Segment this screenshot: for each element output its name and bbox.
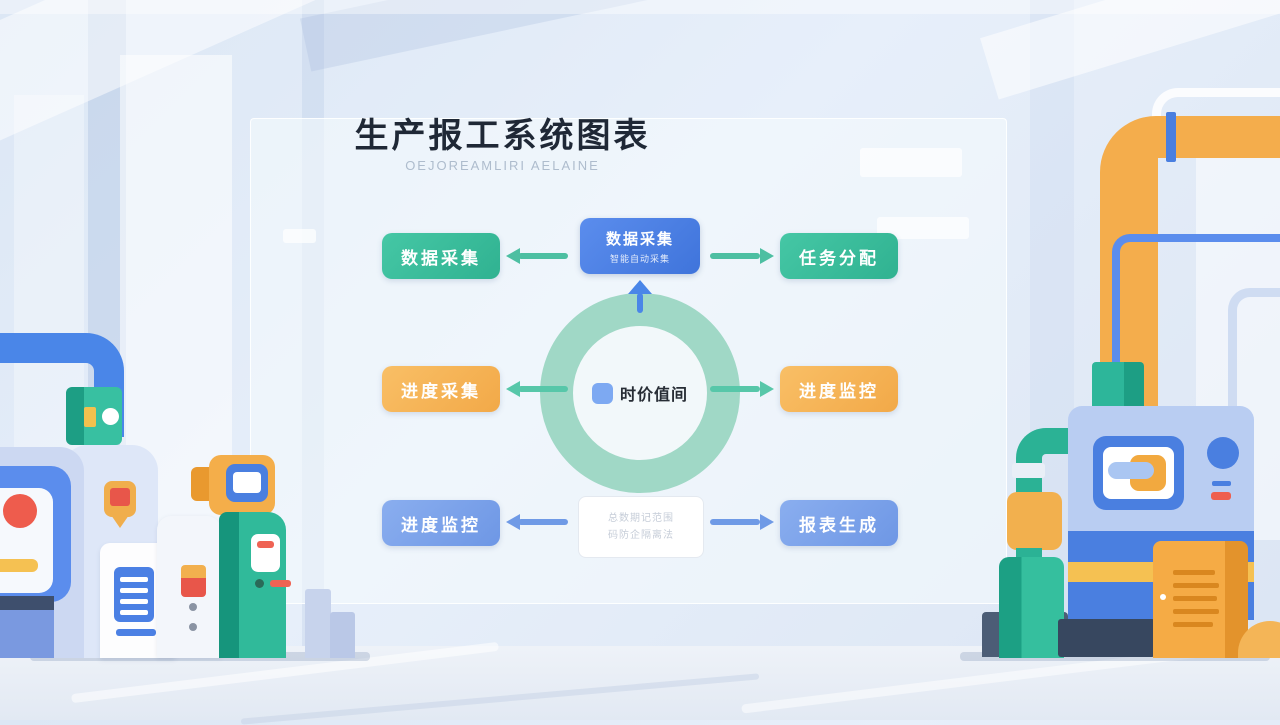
- red-indicator-circle: [3, 494, 37, 528]
- document-underline: [116, 629, 156, 636]
- node-bottom-line1: 总数期记范围: [608, 513, 674, 524]
- skeleton-bar: [283, 229, 316, 243]
- document-line: [120, 610, 148, 615]
- faint-pipe: [1228, 288, 1280, 427]
- hub-square-icon: [591, 382, 613, 404]
- step-block: [330, 612, 355, 658]
- arrow-right-row2-icon: [710, 381, 774, 397]
- machine-a-lower: [0, 610, 54, 658]
- document-line: [120, 577, 148, 582]
- machine-d-panel: [251, 534, 280, 572]
- diagram-node-left-2: 进度采集: [382, 366, 500, 412]
- bg-top-strip: [0, 0, 1280, 14]
- arrow-up-icon: [628, 280, 652, 314]
- pin-icon-tip: [111, 515, 129, 528]
- skeleton-bar: [877, 217, 969, 239]
- vent-line: [1173, 583, 1219, 588]
- step-block: [305, 589, 331, 658]
- arrow-right-row1-icon: [710, 248, 774, 264]
- vent-line: [1173, 622, 1213, 627]
- pin-icon-inner: [110, 488, 130, 506]
- panel-red-dash: [1211, 492, 1231, 500]
- gray-dot: [189, 603, 197, 611]
- badge-top: [181, 565, 206, 578]
- diagram-node-left-1: 数据采集: [382, 233, 500, 279]
- page-title: 生产报工系统图表: [354, 117, 651, 155]
- gray-dot: [189, 623, 197, 631]
- pipe-blue-band: [1166, 112, 1176, 162]
- machine-d-dot: [255, 579, 264, 588]
- vent-line: [1173, 596, 1217, 601]
- arrow-left-row1-icon: [506, 248, 570, 264]
- bg-beam-top-right: [980, 0, 1280, 100]
- panel-blue-dash: [1212, 481, 1231, 486]
- teal-chimney: [1092, 362, 1144, 408]
- vent-line: [1173, 609, 1219, 614]
- robot-eye-yellow: [84, 407, 96, 427]
- diagram-node-right-2: 进度监控: [780, 366, 898, 412]
- diagram-node-right-3: 报表生成: [780, 500, 898, 546]
- node-label: 进度监控: [799, 381, 879, 401]
- pipe-white-band: [1012, 463, 1045, 478]
- diagram-node-bottom: 总数期记范围 码防企隔离法: [578, 496, 704, 558]
- yellow-connector: [1007, 492, 1062, 550]
- machine-a-dark-strip: [0, 596, 54, 610]
- machine-d-red-bar: [257, 541, 274, 548]
- teal-machine: [999, 557, 1064, 658]
- vent-line: [1173, 570, 1215, 575]
- screen-blue-pill: [1108, 462, 1154, 479]
- diagram-node-top: 数据采集 智能自动采集: [580, 218, 700, 274]
- robot-eye-white: [102, 408, 119, 425]
- panel-knob: [1207, 437, 1239, 469]
- node-label: 数据采集: [401, 248, 481, 268]
- node-label: 任务分配: [799, 248, 879, 268]
- robot-screen: [233, 472, 261, 493]
- node-top-subtitle: 智能自动采集: [609, 253, 670, 264]
- diagram-node-right-1: 任务分配: [780, 233, 898, 279]
- node-label: 进度采集: [401, 381, 481, 401]
- node-label: 报表生成: [799, 515, 879, 535]
- machine-d-red-dash: [270, 580, 291, 587]
- hub: 时价值间: [560, 378, 720, 408]
- skeleton-bar: [860, 148, 962, 177]
- hub-label: 时价值间: [619, 387, 688, 404]
- document-line: [120, 588, 148, 593]
- page-subtitle: OEJOREAMLIRI AELAINE: [405, 158, 600, 173]
- node-top-title: 数据采集: [605, 230, 674, 248]
- diagram-node-left-3: 进度监控: [382, 500, 500, 546]
- document-line: [120, 599, 148, 604]
- cabinet-dot: [1160, 594, 1166, 600]
- arrow-right-row3-icon: [710, 514, 774, 530]
- machine-dark-base: [1058, 619, 1155, 657]
- node-bottom-line2: 码防企隔离法: [608, 530, 674, 541]
- arrow-left-row2-icon: [506, 381, 570, 397]
- arrow-left-row3-icon: [506, 514, 570, 530]
- badge-bottom: [181, 578, 206, 597]
- thin-blue-pipe: [1112, 234, 1280, 374]
- yellow-bar: [0, 559, 38, 572]
- node-label: 进度监控: [401, 515, 481, 535]
